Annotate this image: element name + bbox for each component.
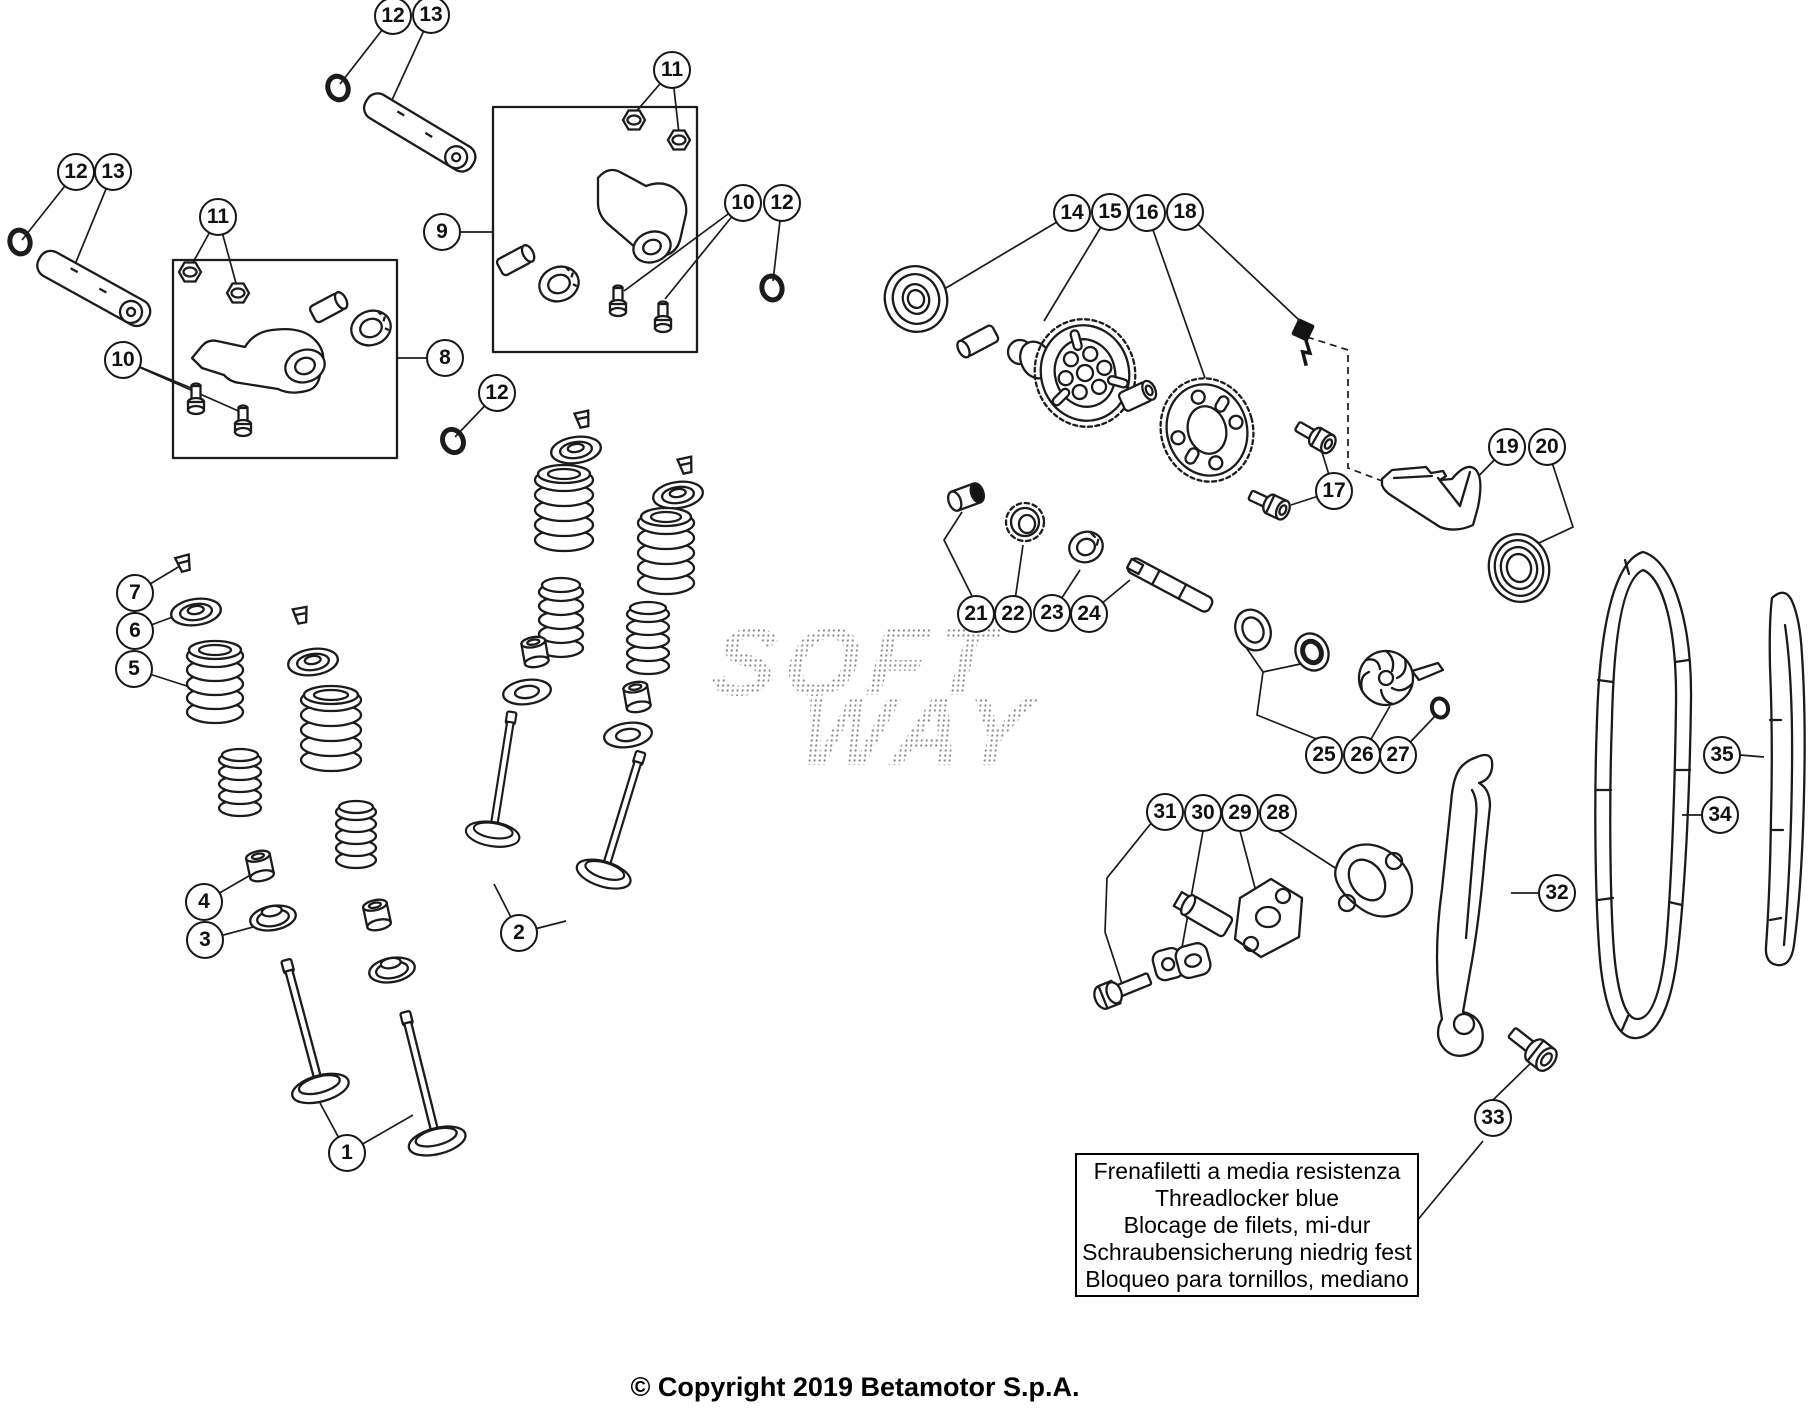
rocker-shaft-left — [7, 228, 156, 332]
note-line-de: Schraubensicherung niedrig fest — [1082, 1238, 1412, 1265]
callout-22: 22 — [994, 595, 1032, 633]
callout-13: 13 — [412, 0, 450, 34]
intake-valve-left — [256, 951, 353, 1110]
callout-23: 23 — [1033, 594, 1071, 632]
note-line-fr: Blocage de filets, mi-dur — [1123, 1211, 1371, 1238]
callout-1: 1 — [328, 1134, 366, 1172]
callout-11: 11 — [199, 198, 237, 236]
valve-spring-group-center — [500, 409, 706, 752]
needle-bearing-23 — [1068, 530, 1104, 564]
bearing-20 — [1487, 533, 1551, 603]
chain-guide-35 — [1764, 591, 1806, 967]
callout-2: 2 — [500, 914, 538, 952]
chain-guide-bracket-19 — [1380, 465, 1482, 531]
o-ring-top — [324, 73, 351, 102]
rocker-arm-kit-box-8 — [171, 258, 399, 460]
inner-spring-center-right — [625, 600, 671, 676]
impeller-26 — [1357, 649, 1445, 707]
seal-25a — [1234, 608, 1272, 652]
rocker-arm-kit-box-9 — [491, 105, 699, 354]
spring-pin-18 — [1291, 318, 1315, 367]
outer-spring-center-left — [533, 463, 595, 553]
copyright-text: © Copyright 2019 Betamotor S.p.A. — [630, 1372, 1080, 1402]
rocker-assembly-8 — [177, 261, 397, 438]
callout-13: 13 — [94, 153, 132, 191]
cam-bolt-17b — [1244, 484, 1294, 523]
callout-8: 8 — [426, 339, 464, 377]
tensioner-blade-32 — [1435, 753, 1494, 1057]
callout-26: 26 — [1343, 736, 1381, 774]
callout-7: 7 — [116, 574, 154, 612]
cam-sprocket-16 — [1159, 377, 1255, 483]
guide-bolt-33 — [1507, 1027, 1558, 1072]
callout-11: 11 — [653, 51, 691, 89]
camshaft-15 — [956, 318, 1158, 428]
callout-12: 12 — [478, 374, 516, 412]
exhaust-valve-right — [572, 742, 669, 896]
inner-spring-left — [217, 747, 263, 818]
note-line-en: Threadlocker blue — [1154, 1184, 1340, 1211]
o-ring-below-box8 — [439, 426, 468, 457]
watermark-way: WAY — [794, 679, 1042, 786]
callout-17: 17 — [1315, 472, 1353, 510]
callout-6: 6 — [116, 612, 154, 650]
tensioner-plate-30 — [1151, 942, 1212, 982]
decomp-gear-22 — [1004, 501, 1046, 543]
threadlocker-note-box: Frenafiletti a media resistenza Threadlo… — [1075, 1153, 1419, 1297]
outer-spring-left — [185, 639, 245, 725]
intake-valve-right — [375, 1003, 470, 1162]
o-ring-right — [760, 274, 785, 302]
callout-20: 20 — [1528, 428, 1566, 466]
callout-32: 32 — [1538, 874, 1576, 912]
inner-spring-center-left — [537, 576, 585, 659]
callout-9: 9 — [423, 213, 461, 251]
callout-3: 3 — [186, 921, 224, 959]
callout-10: 10 — [104, 341, 142, 379]
callout-24: 24 — [1070, 595, 1108, 633]
rocker-assembly-9 — [494, 109, 692, 334]
callout-31: 31 — [1146, 793, 1184, 831]
callout-14: 14 — [1053, 194, 1091, 232]
cam-bolt-17a — [1291, 416, 1340, 457]
callout-19: 19 — [1488, 428, 1526, 466]
callout-18: 18 — [1166, 193, 1204, 231]
note-line-it: Frenafiletti a media resistenza — [1093, 1157, 1401, 1184]
outer-spring-center-right — [636, 506, 696, 596]
camshaft-bearing-14 — [883, 265, 949, 333]
callout-25: 25 — [1305, 736, 1343, 774]
flange-bolt-31 — [1093, 972, 1153, 1010]
callout-4: 4 — [185, 883, 223, 921]
callout-27: 27 — [1379, 736, 1417, 774]
callout-21: 21 — [957, 595, 995, 633]
callout-12: 12 — [374, 0, 412, 35]
callout-29: 29 — [1221, 794, 1259, 832]
bushing-21 — [946, 482, 986, 512]
callout-16: 16 — [1128, 194, 1166, 232]
callout-5: 5 — [115, 650, 153, 688]
gasket-28 — [1334, 843, 1414, 918]
seal-25b — [1294, 632, 1330, 672]
exhaust-valve-left — [463, 706, 540, 852]
timing-chain-34 — [1594, 550, 1693, 1040]
rocker-shaft-top — [324, 73, 481, 178]
callout-35: 35 — [1703, 736, 1741, 774]
decomp-shaft-24 — [1125, 557, 1214, 613]
callout-34: 34 — [1701, 796, 1739, 834]
callout-12: 12 — [57, 153, 95, 191]
callout-30: 30 — [1184, 794, 1222, 832]
chain-tensioner-29 — [1172, 877, 1304, 959]
callout-10: 10 — [724, 184, 762, 222]
o-ring-27 — [1430, 697, 1450, 720]
inner-spring-left2 — [334, 799, 378, 870]
callout-15: 15 — [1091, 193, 1129, 231]
valve-spring-group-left — [168, 553, 418, 987]
outer-spring-left2 — [299, 684, 363, 773]
callout-12: 12 — [763, 184, 801, 222]
callout-28: 28 — [1259, 794, 1297, 832]
callout-33: 33 — [1474, 1099, 1512, 1137]
note-line-es: Bloqueo para tornillos, mediano — [1085, 1265, 1409, 1292]
